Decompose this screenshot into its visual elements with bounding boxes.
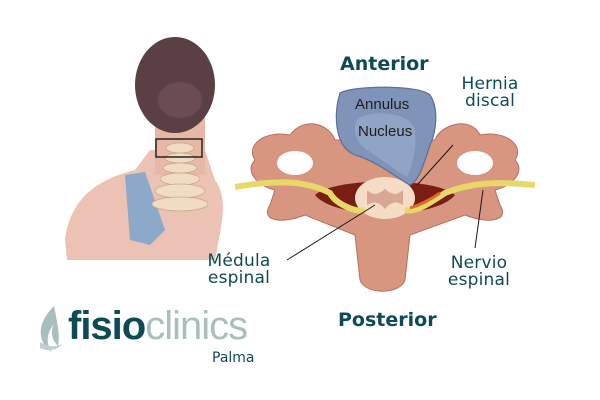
cord-leader-line [286,204,376,261]
logo-location-text: Palma [212,350,255,366]
hernia-leader-line [416,144,454,186]
vertebra-illustration [235,86,535,292]
posterior-label: Posterior [338,309,437,331]
fisioclinics-logo: fisioclinics Palma [36,302,266,372]
hernia-discal-callout: Hernia discal [455,76,525,110]
nucleus-label: Nucleus [358,123,413,140]
neck-illustration [65,37,223,260]
callout-line1: Hernia [461,74,519,94]
nerve-leader-line [474,189,484,249]
callout-line1: Nervio [450,253,508,273]
callout-line1: Médula [207,251,271,271]
nervio-espinal-callout: Nervio espinal [436,255,522,289]
logo-clinics-text: clinics [145,304,248,348]
highlight-box [155,138,203,158]
logo-fisio-text: fisio [68,304,146,348]
anterior-label: Anterior [340,53,429,75]
callout-line2: espinal [207,268,271,288]
annulus-label: Annulus [355,96,410,113]
flame-logo-icon [40,306,62,352]
callout-line2: discal [464,91,516,111]
callout-line2: espinal [447,270,511,290]
medula-espinal-callout: Médula espinal [194,253,284,287]
